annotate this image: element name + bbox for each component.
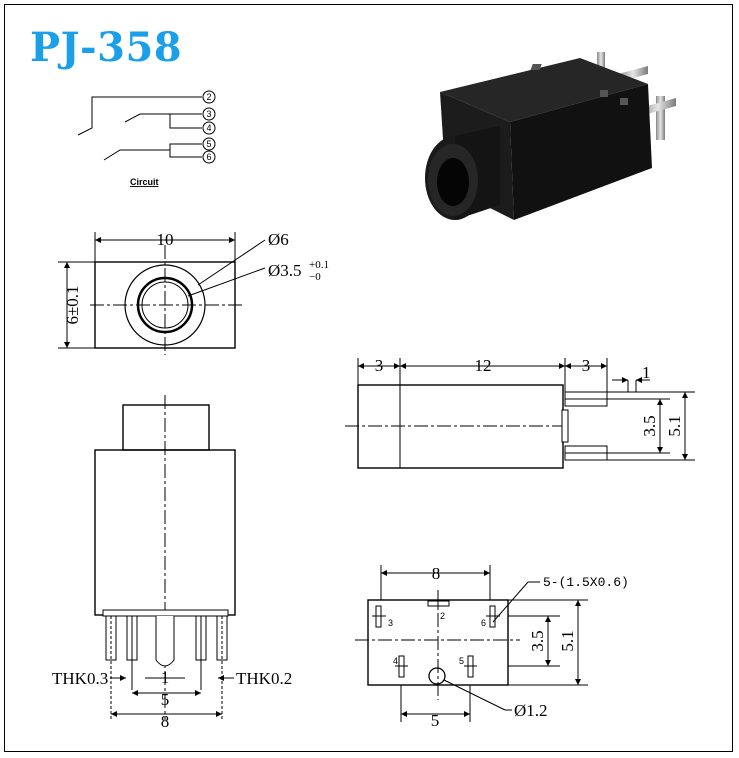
circuit-pin-6: 6 [202, 150, 216, 164]
thk-right-label: THK0.2 [236, 669, 292, 688]
side-view [345, 358, 695, 469]
pcb-footprint [355, 565, 588, 722]
circuit-pin-3: 3 [202, 107, 216, 121]
pin-span-dim: 5.1 [665, 415, 684, 436]
pin-width-dim: 1 [642, 363, 651, 382]
footprint-bottom-dim: 5 [431, 711, 440, 730]
pin-pitch-dim: 3.5 [640, 415, 659, 436]
svg-text:3: 3 [206, 109, 211, 119]
bottom-inner-dim: 1 [161, 668, 170, 687]
footprint-pin-6: 6 [481, 618, 486, 628]
footprint-pin-5: 5 [459, 656, 464, 666]
product-photo [425, 52, 676, 220]
footprint-pin-2: 2 [440, 611, 445, 621]
inner-diameter-tol-upper: +0.1 [309, 259, 329, 271]
inner-diameter-tol-lower: −0 [309, 271, 321, 283]
front-view [58, 232, 266, 355]
thk-left-label: THK0.3 [52, 669, 108, 688]
svg-text:5: 5 [206, 139, 211, 149]
svg-text:2: 2 [206, 92, 211, 102]
footprint-pin-4: 4 [393, 656, 398, 666]
footprint-width-dim: 8 [432, 564, 441, 583]
side-d2-dim: 12 [475, 356, 492, 375]
front-height-dim: 6±0.1 [63, 285, 82, 324]
footprint-slot-dim: 5-(1.5X0.6) [543, 575, 629, 590]
side-d3-dim: 3 [582, 356, 591, 375]
side-d1-dim: 3 [375, 356, 384, 375]
inner-diameter-dim: Ø3.5 [268, 261, 302, 280]
circuit-schematic: 2 3 4 5 6 [77, 90, 216, 164]
bottom-view [94, 395, 236, 720]
footprint-pitch-dim: 3.5 [528, 630, 547, 651]
footprint-hole-dim: Ø1.2 [514, 701, 548, 720]
circuit-pin-4: 4 [202, 121, 216, 135]
circuit-pin-2: 2 [202, 90, 216, 104]
footprint-span-dim: 5.1 [558, 630, 577, 651]
circuit-label: Circuit [130, 177, 159, 187]
page-title: PJ-358 [30, 24, 183, 71]
svg-text:6: 6 [206, 152, 211, 162]
outer-diameter-dim: Ø6 [268, 230, 289, 249]
circuit-pin-5: 5 [202, 137, 216, 151]
footprint-pin-3: 3 [388, 618, 393, 628]
svg-text:4: 4 [206, 123, 211, 133]
bottom-mid-dim: 5 [161, 690, 170, 709]
front-width-dim: 10 [157, 230, 174, 249]
bottom-outer-dim: 8 [161, 712, 170, 731]
